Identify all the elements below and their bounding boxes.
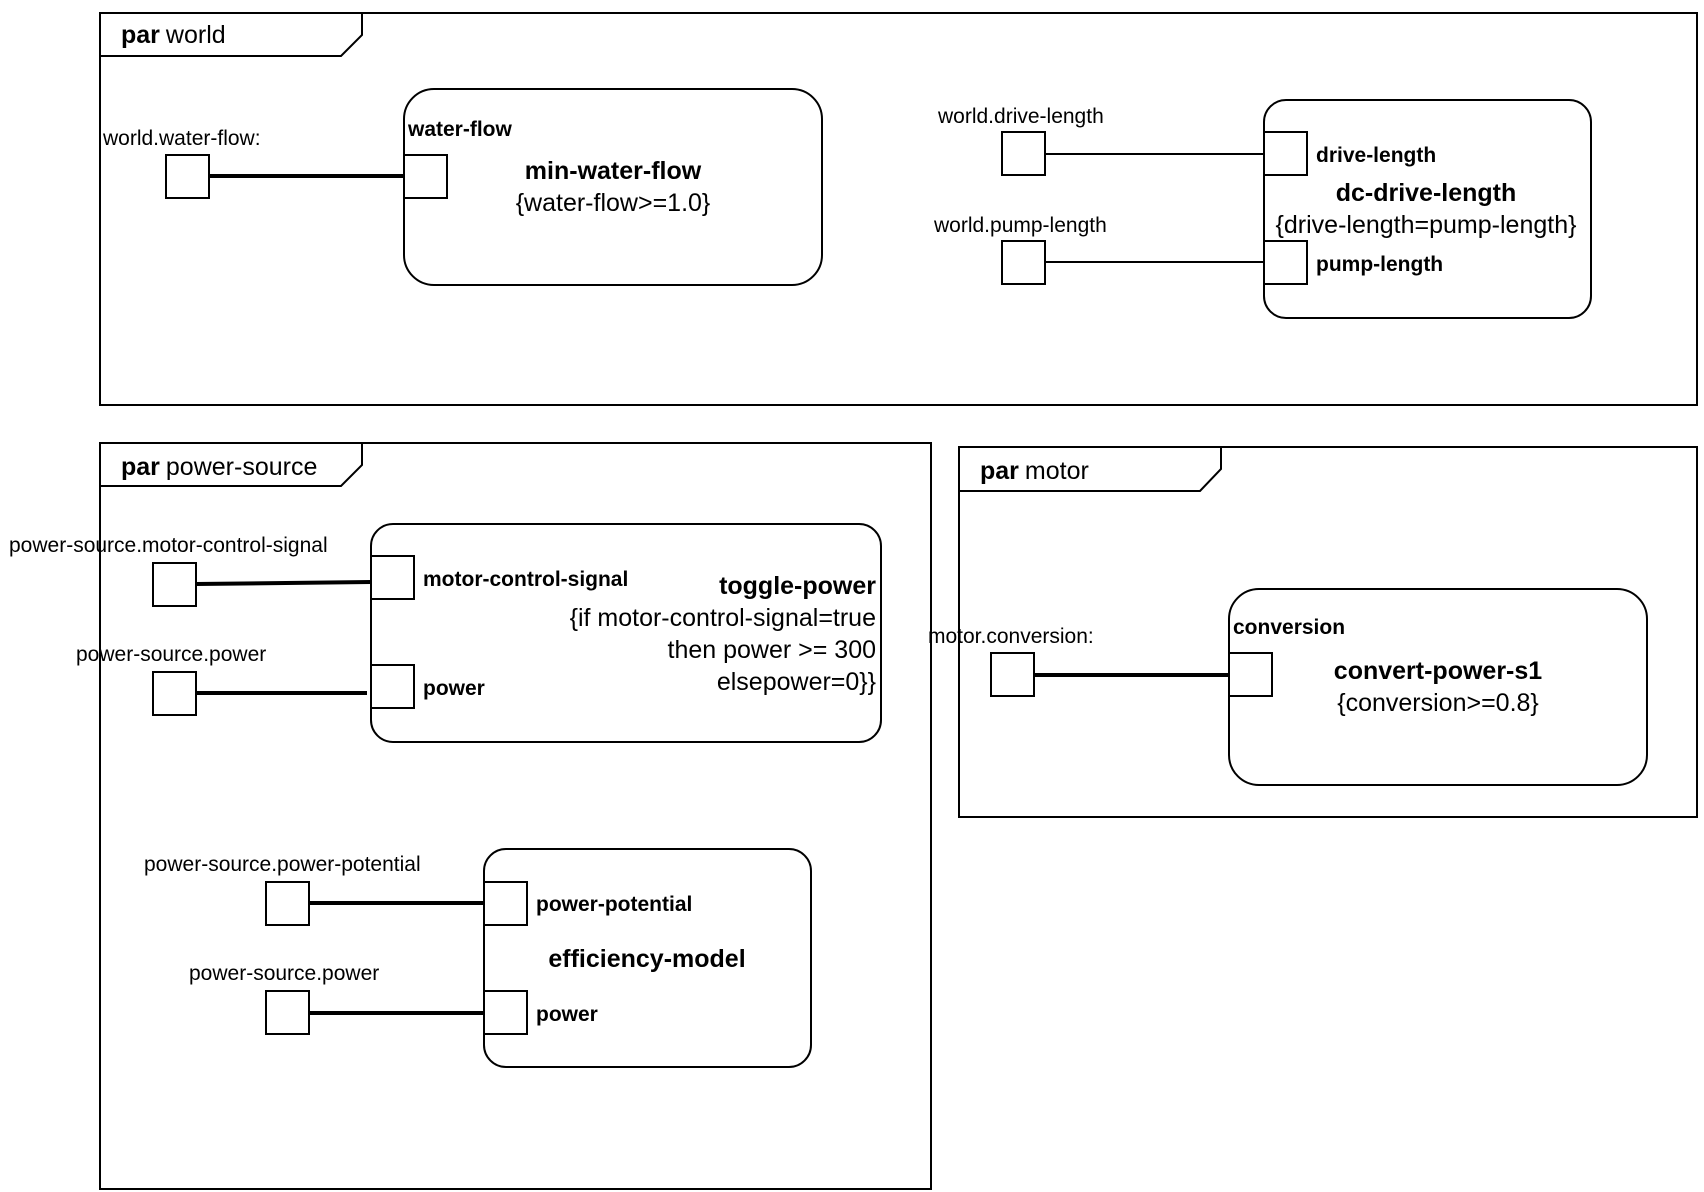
constraint-name: efficiency-model (548, 945, 745, 973)
constraint-dc-drive-length[interactable]: drive-length dc-drive-length {drive-leng… (1263, 99, 1592, 319)
property-label-power-source-power: power-source.power (76, 643, 266, 666)
constraint-expression: {water-flow>=1.0} (516, 189, 711, 217)
constraint-toggle-power[interactable]: motor-control-signal power toggle-power … (370, 523, 882, 743)
constraint-convert-power-s1[interactable]: conversion convert-power-s1 {conversion>… (1228, 588, 1648, 786)
port-label-pump-length: pump-length (1316, 253, 1443, 276)
constraint-port-conversion[interactable] (1228, 652, 1273, 697)
property-port-power-source-power[interactable] (152, 671, 197, 716)
constraint-expression-line-1: {if motor-control-signal=true (570, 604, 876, 632)
property-port-power-source-motor-control-signal[interactable] (152, 562, 197, 607)
constraint-name: min-water-flow (525, 157, 702, 185)
frame-power-source-border (99, 442, 932, 1190)
frame-power-source-tab (100, 443, 363, 487)
property-label-world-pump-length: world.pump-length (933, 214, 1107, 237)
property-port-world-pump-length[interactable] (1001, 240, 1046, 285)
port-label-power: power (423, 677, 485, 700)
port-label-power: power (536, 1003, 598, 1026)
constraint-block[interactable] (1263, 99, 1592, 319)
property-port-world-water-flow[interactable] (165, 154, 210, 199)
frame-world-tab (100, 13, 363, 57)
constraint-efficiency-model[interactable]: power-potential efficiency-model power (483, 848, 812, 1068)
port-label-power-potential: power-potential (536, 893, 692, 916)
constraint-name: convert-power-s1 (1334, 657, 1542, 685)
frame-motor-tab (959, 447, 1222, 492)
constraint-expression-line-3: elsepower=0}} (717, 668, 876, 696)
property-port-power-source-power[interactable] (265, 990, 310, 1035)
constraint-port-water-flow[interactable] (403, 154, 448, 199)
port-label-drive-length: drive-length (1316, 144, 1436, 167)
frame-motor-border (958, 446, 1698, 818)
constraint-expression: {drive-length=pump-length} (1276, 211, 1577, 239)
property-label-power-source-power-potential: power-source.power-potential (144, 853, 421, 876)
port-label-water-flow: water-flow (407, 118, 513, 141)
property-port-world-drive-length[interactable] (1001, 131, 1046, 176)
constraint-port-drive-length[interactable] (1263, 131, 1308, 176)
property-port-power-source-power-potential[interactable] (265, 881, 310, 926)
property-label-world-water-flow: world.water-flow: (102, 127, 261, 150)
constraint-name: dc-drive-length (1336, 179, 1517, 207)
constraint-block[interactable] (370, 523, 882, 743)
property-label-power-source-power: power-source.power (189, 962, 379, 985)
port-label-conversion: conversion (1233, 616, 1345, 639)
port-label-motor-control-signal: motor-control-signal (423, 568, 628, 591)
binding-connector[interactable] (195, 580, 372, 586)
constraint-min-water-flow[interactable]: water-flow min-water-flow {water-flow>=1… (403, 88, 823, 286)
constraint-block[interactable] (483, 848, 812, 1068)
property-label-motor-conversion: motor.conversion: (928, 625, 1094, 648)
constraint-port-power[interactable] (483, 990, 528, 1035)
constraint-port-power-potential[interactable] (483, 881, 528, 926)
frame-world-border (99, 12, 1698, 406)
constraint-port-power[interactable] (370, 664, 415, 709)
property-port-motor-conversion[interactable] (990, 652, 1035, 697)
property-label-power-source-motor-control-signal: power-source.motor-control-signal (9, 534, 328, 557)
property-label-world-drive-length: world.drive-length (937, 105, 1104, 128)
constraint-port-motor-control-signal[interactable] (370, 555, 415, 600)
constraint-expression-line-2: then power >= 300 (668, 636, 877, 664)
constraint-port-pump-length[interactable] (1263, 240, 1308, 285)
constraint-expression: {conversion>=0.8} (1337, 689, 1539, 717)
constraint-name: toggle-power (719, 572, 876, 600)
